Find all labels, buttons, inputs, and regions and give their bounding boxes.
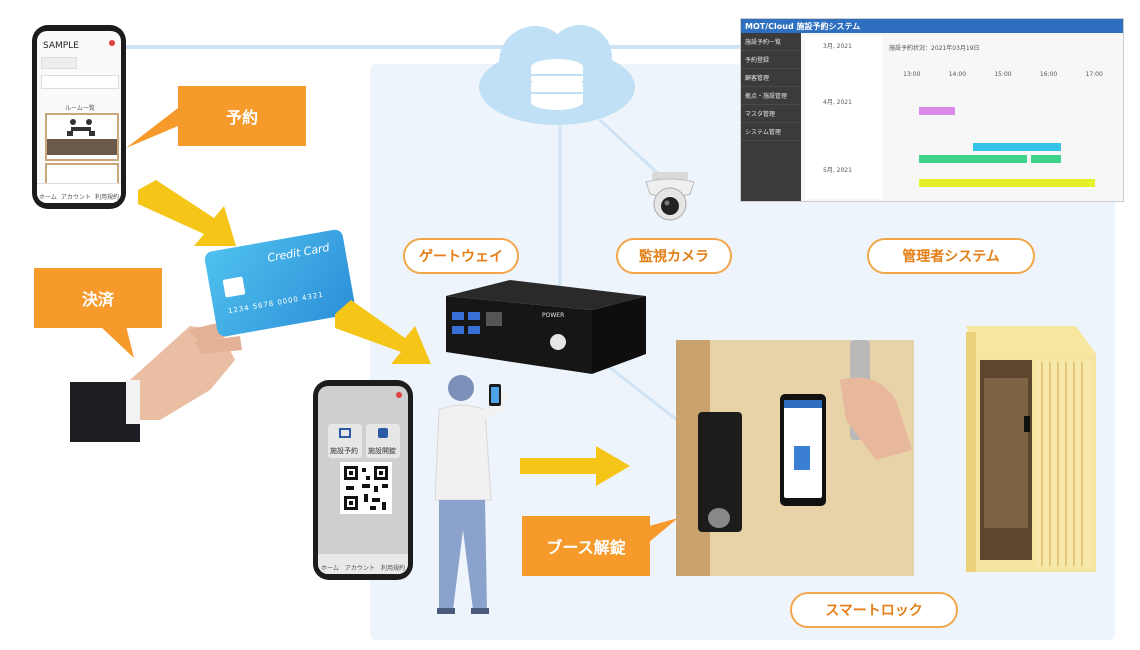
reservation-block[interactable] [919,179,1095,187]
reservation-block[interactable] [919,155,1027,163]
booth-unlock-callout-tail [642,518,678,548]
cloud-database-icon [479,25,635,125]
key-cylinder-icon [708,508,730,528]
lock-phone-header [784,400,822,408]
sidebar-item-system[interactable]: システム管理 [741,123,801,141]
time-label: 16:00 [1039,71,1058,78]
admin-header: MOT/Cloud 施設予約システム [741,19,1123,33]
room-card-footer [47,139,117,155]
reservation-block[interactable] [973,143,1061,151]
bottom-nav: ホーム アカウント 利用規約 [318,554,408,574]
hand-holding-card [70,320,242,442]
bottom-nav: ホーム アカウント 利用規約 [37,183,121,203]
time-label: 13:00 [903,71,921,78]
gateway-label: ゲートウェイ [403,238,519,274]
booth-unlock-callout: ブース解錠 [522,516,650,576]
hand-with-phone [840,340,912,460]
nav-account[interactable]: アカウント [60,194,91,201]
open-button-label: 施設開錠 [368,447,396,455]
lock-phone-image [794,446,810,470]
smart-lock-device [698,412,742,532]
search-field[interactable] [41,57,77,69]
qr-code [340,462,392,514]
nav-terms[interactable]: 利用規約 [94,194,119,201]
phone-unlock-screen: 施設予約 施設開錠 ホーム アカウント 利用規約 [318,386,408,574]
notification-bell-icon[interactable] [109,40,115,46]
reserve-callout: 予約 [178,86,306,146]
reservation-block[interactable] [919,107,955,115]
phone-unlock-app: 施設予約 施設開錠 ホーム アカウント 利用規約 [313,380,413,580]
calendar-icon [339,428,351,438]
nav-home[interactable]: ホーム [39,194,57,201]
sidebar-item-facilities[interactable]: 拠点・施設管理 [741,87,801,105]
nav-account[interactable]: アカウント [344,565,375,572]
credit-card-title: Credit Card [266,240,331,265]
sidebar-item-reservation-list[interactable]: 施設予約一覧 [741,33,801,51]
card-chip-icon [222,276,246,298]
admin-sidebar: 施設予約一覧 予約登録 顧客管理 拠点・施設管理 マスタ管理 システム管理 [741,33,801,201]
time-label: 17:00 [1085,71,1103,78]
arrow-to-user [335,300,431,364]
notification-bell-icon[interactable] [396,392,402,398]
meeting-room-icon [67,119,95,136]
app-title: SAMPLE [43,41,79,51]
time-label: 14:00 [948,71,967,78]
arrow-to-payment [138,180,236,246]
nav-home[interactable]: ホーム [321,565,339,572]
power-label: POWER [542,312,565,319]
network-connection-line [125,45,745,49]
sidebar-item-customers[interactable]: 顧客管理 [741,69,801,87]
lock-phone-screen [784,400,822,498]
work-booth [966,326,1096,572]
reservation-block[interactable] [1031,155,1061,163]
lock-phone [780,394,826,506]
smart-lock-label: スマートロック [790,592,958,628]
admin-brand: MOT/Cloud 施設予約システム [745,21,861,31]
reserve-callout-tail [126,108,178,148]
payment-callout-tail [100,326,134,358]
unlock-icon [378,428,388,438]
arrow-to-smart-lock [520,446,630,486]
qr-code-graphic [344,466,388,510]
nav-terms[interactable]: 利用規約 [380,565,405,572]
gateway-device [446,280,646,374]
calendar-month-2: 4月, 2021 [823,99,852,106]
reserve-button[interactable]: 施設予約 [328,424,362,458]
sidebar-item-master[interactable]: マスタ管理 [741,105,801,123]
phone-reservation-app: SAMPLE ルーム一覧 ホーム アカウント 利用規約 [32,25,126,209]
open-button[interactable]: 施設開錠 [366,424,400,458]
admin-calendars: 3月, 2021 4月, 2021 5月, 2021 [805,35,883,199]
room-card[interactable] [45,113,119,161]
room-list-heading: ルーム一覧 [65,105,95,112]
sidebar-item-reservation-register[interactable]: 予約登録 [741,51,801,69]
admin-system-label: 管理者システム [867,238,1035,274]
calendar-month-3: 5月, 2021 [823,167,852,174]
payment-callout: 決済 [34,268,162,328]
admin-subtitle: 施設予約状況：2021年03月19日 [889,45,980,52]
location-select[interactable] [41,75,119,89]
security-camera-icon [645,172,695,221]
timeline-header: 13:00 14:00 15:00 16:00 17:00 [889,71,1117,81]
camera-label: 監視カメラ [616,238,732,274]
admin-system-screen: MOT/Cloud 施設予約システム 施設予約一覧 予約登録 顧客管理 拠点・施… [740,18,1124,202]
smart-lock-photo [676,340,914,576]
calendar-month-1: 3月, 2021 [823,43,852,50]
reserve-button-label: 施設予約 [330,447,358,455]
time-label: 15:00 [994,71,1012,78]
person-user-figure [434,375,508,614]
phone-reservation-screen: SAMPLE ルーム一覧 ホーム アカウント 利用規約 [37,31,121,203]
